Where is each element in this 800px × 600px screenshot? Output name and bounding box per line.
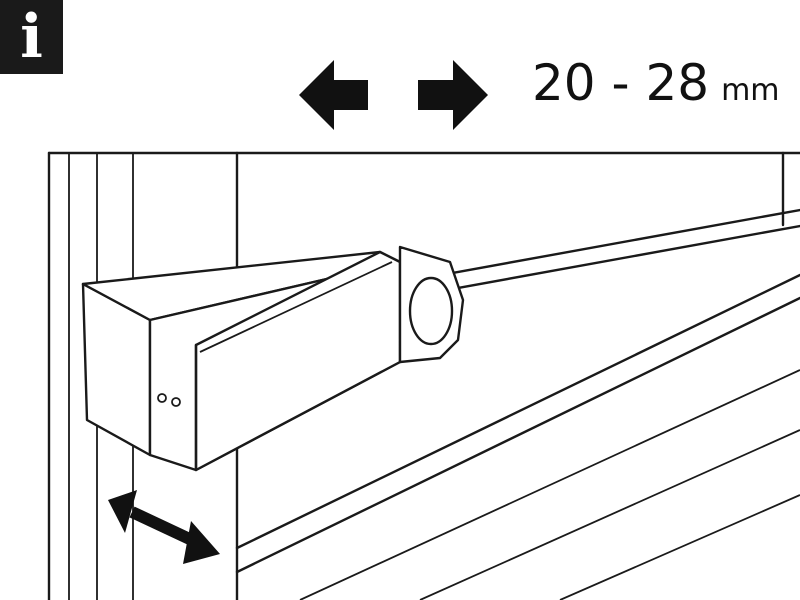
bracket-mounting-hole xyxy=(408,276,454,346)
screw-hole-icon xyxy=(171,397,181,407)
depth-arrow-icon xyxy=(108,490,220,564)
mounting-bracket xyxy=(81,245,465,472)
info-icon: i xyxy=(0,0,63,74)
screw-hole-icon xyxy=(157,393,167,403)
info-symbol: i xyxy=(20,2,43,72)
horizontal-arrows-icon xyxy=(299,60,488,130)
dimension-value: 20 - 28 xyxy=(532,54,710,112)
arrow-right-icon xyxy=(418,60,488,130)
window-frame xyxy=(47,151,800,600)
arrow-left-icon xyxy=(299,60,368,130)
dimension-unit: mm xyxy=(721,73,780,108)
